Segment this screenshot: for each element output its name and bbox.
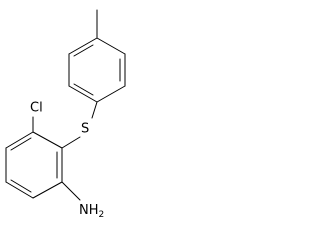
amine-subscript-label: 2	[99, 210, 105, 220]
amine-label: NH2	[79, 203, 104, 220]
chlorine-label: Cl	[30, 101, 43, 116]
sulfur-label: S	[81, 122, 89, 137]
amine-main-label: NH	[79, 203, 99, 218]
molecule-structure: Cl S NH2	[5, 9, 126, 220]
substituent-bonds	[32, 116, 81, 201]
tolyl-ring	[68, 37, 126, 103]
aniline-ring	[5, 131, 63, 199]
thioether-bonds	[61, 101, 98, 149]
